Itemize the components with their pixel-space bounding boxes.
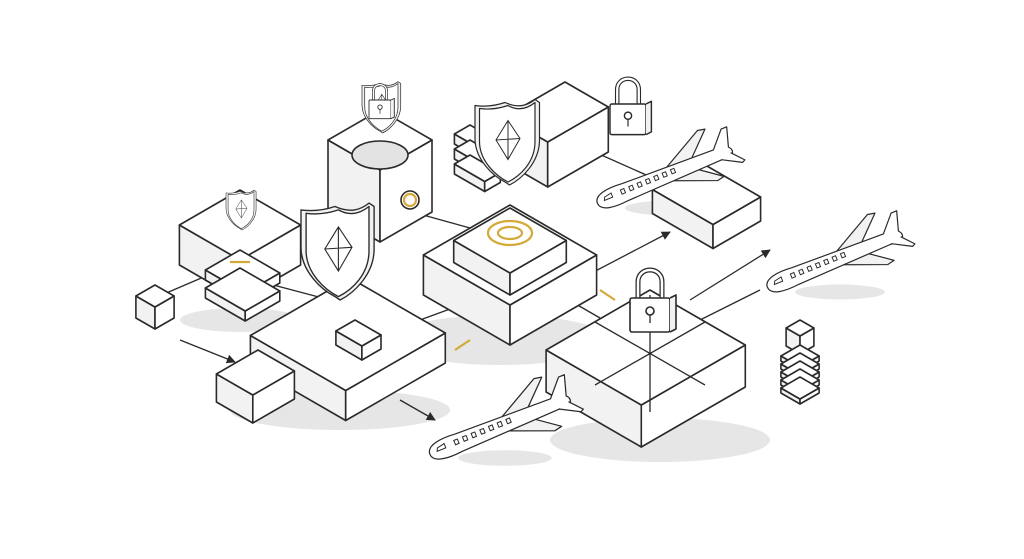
shield-front bbox=[478, 101, 536, 183]
shield-front bbox=[305, 205, 370, 298]
small-cube-top-face bbox=[335, 319, 382, 347]
airplane-icon bbox=[766, 210, 916, 293]
data-stack-icon-top-face bbox=[780, 376, 820, 400]
arrow-icon bbox=[399, 399, 436, 421]
airplane-window bbox=[831, 255, 838, 262]
shield-icon bbox=[474, 98, 541, 186]
airplane-window bbox=[669, 167, 677, 175]
airplane-fuselage bbox=[596, 126, 734, 209]
airplane-window bbox=[806, 265, 813, 273]
diamond-emblem bbox=[324, 225, 353, 273]
airplane-window bbox=[789, 271, 797, 279]
server-stack-3 bbox=[453, 154, 502, 193]
airplane-cockpit bbox=[603, 192, 614, 202]
tray-box bbox=[215, 349, 296, 424]
shadow bbox=[458, 450, 552, 466]
airplane-cockpit bbox=[773, 276, 784, 286]
airplane-window bbox=[653, 174, 660, 182]
padlock-side bbox=[645, 100, 653, 136]
airplane-icon bbox=[428, 374, 584, 460]
airplane-window bbox=[636, 181, 643, 189]
arrow-icon bbox=[179, 339, 236, 364]
small-box bbox=[135, 284, 175, 330]
left-stack-2-top-face bbox=[204, 267, 281, 312]
airplane-window bbox=[479, 427, 486, 435]
airplane-window bbox=[814, 261, 822, 269]
icons-layer bbox=[225, 76, 916, 460]
airplane-window bbox=[496, 420, 504, 428]
tray-box-top-face bbox=[215, 349, 296, 396]
diamond-emblem bbox=[235, 199, 248, 219]
airplane-stabilizer bbox=[891, 236, 916, 247]
shadow bbox=[550, 418, 770, 462]
airplane-window bbox=[453, 438, 460, 446]
airplane-window bbox=[487, 424, 495, 432]
keyhole bbox=[377, 104, 383, 110]
lock-platform bbox=[545, 289, 747, 448]
airplane-cockpit bbox=[436, 442, 447, 453]
shield-icon bbox=[225, 189, 257, 231]
airplane-window bbox=[798, 268, 805, 276]
lock-platform-top-face bbox=[545, 289, 747, 406]
safe-dial-gold bbox=[402, 192, 418, 208]
target-outer bbox=[486, 219, 534, 247]
airplane-window bbox=[839, 251, 847, 259]
padlock-shackle-inner bbox=[636, 268, 664, 298]
airplane-stabilizer bbox=[721, 152, 746, 163]
arrow-icon bbox=[699, 289, 761, 321]
padlock-icon bbox=[609, 76, 653, 136]
padlock-shackle-inner bbox=[372, 83, 388, 100]
shadow bbox=[795, 284, 885, 300]
arrow-icon bbox=[689, 249, 771, 301]
data-stack-icon bbox=[780, 376, 820, 405]
padlock-side bbox=[390, 97, 395, 120]
keyhole bbox=[645, 306, 655, 316]
padlock-shackle-inner bbox=[616, 77, 640, 104]
gold-accents bbox=[230, 260, 616, 351]
airplane-window bbox=[505, 417, 512, 425]
target-inner bbox=[496, 225, 524, 241]
small-cube bbox=[335, 319, 382, 361]
padlock-icon bbox=[629, 267, 677, 333]
stack-cube-top-face bbox=[785, 319, 815, 337]
shield-front bbox=[227, 191, 255, 229]
padlock-side bbox=[669, 294, 677, 333]
padlock-icon bbox=[368, 83, 395, 120]
airplane-fuselage bbox=[766, 210, 904, 293]
airplane-window bbox=[619, 187, 627, 195]
shield-icon bbox=[300, 202, 375, 301]
airplane-window bbox=[470, 431, 478, 439]
center-platform-top bbox=[452, 207, 568, 296]
diamond-emblem bbox=[495, 119, 521, 161]
center-platform-top-top-face bbox=[452, 207, 568, 274]
small-box-top-face bbox=[135, 284, 175, 308]
airplane-window bbox=[661, 171, 668, 178]
safe-top-disc bbox=[351, 140, 409, 170]
airplane-fuselage bbox=[428, 374, 572, 460]
airplane-window bbox=[461, 434, 469, 442]
left-stack-2 bbox=[204, 267, 281, 322]
airplane-stabilizer bbox=[558, 401, 584, 413]
airplane-window bbox=[628, 184, 635, 192]
airplane-icon bbox=[596, 126, 746, 209]
keyhole bbox=[623, 111, 633, 121]
airplane-window bbox=[823, 258, 830, 266]
airplane-window bbox=[644, 177, 652, 185]
